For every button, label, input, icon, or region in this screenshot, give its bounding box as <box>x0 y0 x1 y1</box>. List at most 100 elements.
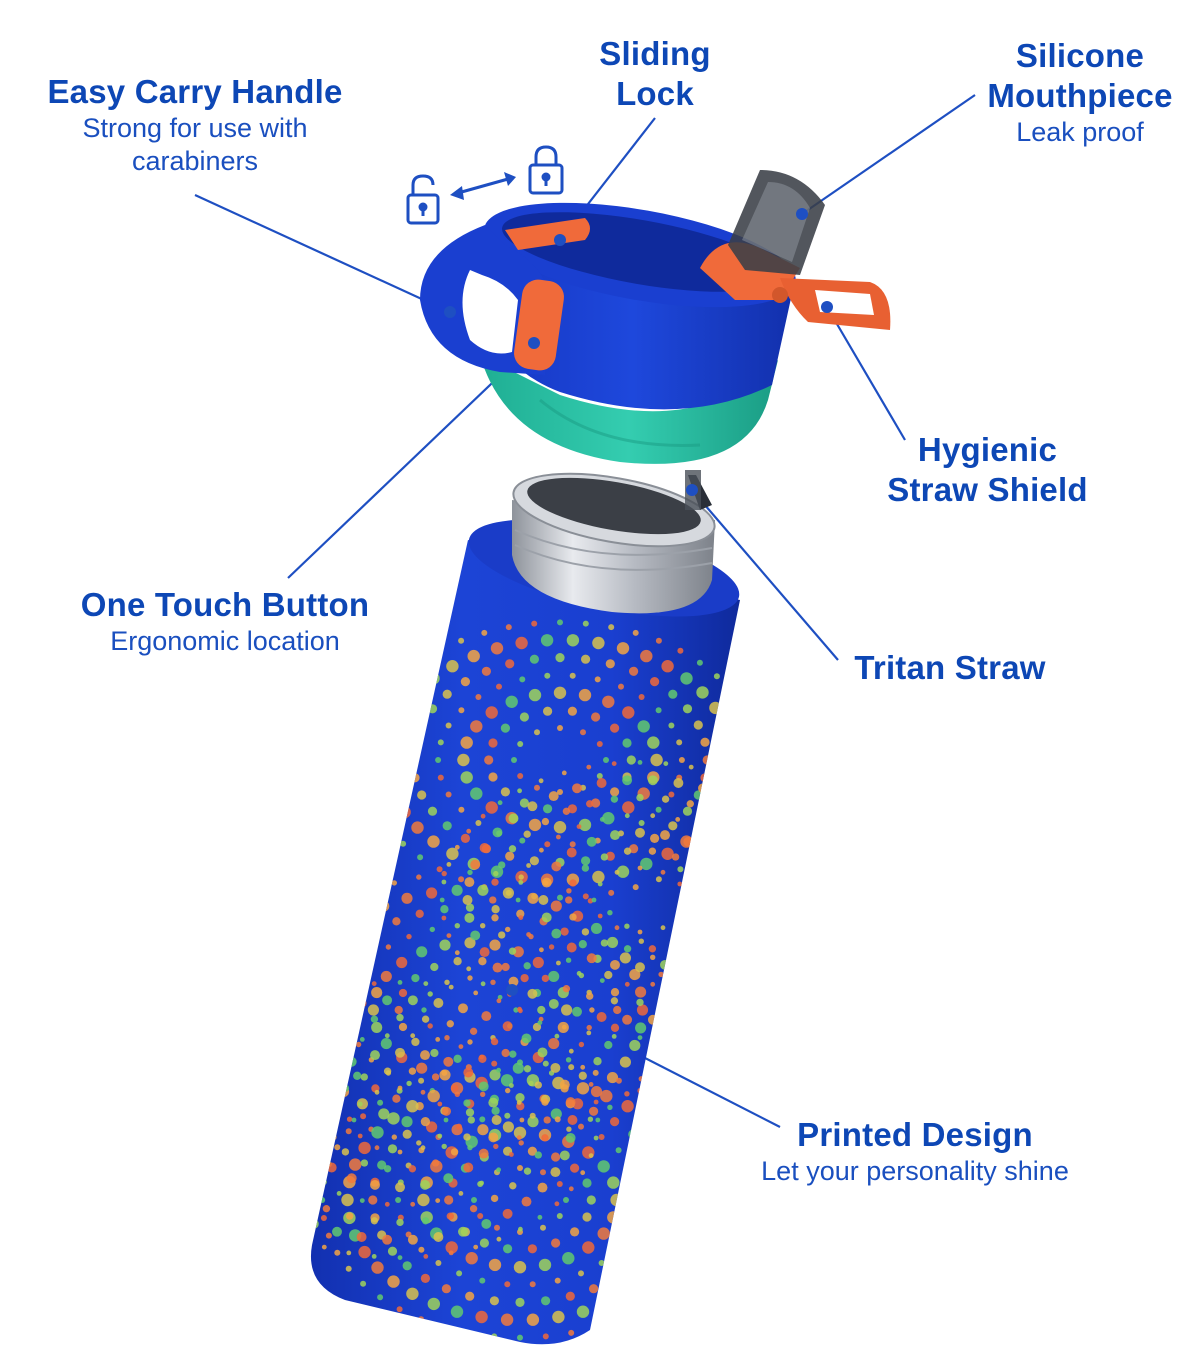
pattern-dot <box>626 755 636 765</box>
pattern-dot <box>467 869 473 876</box>
pattern-dot <box>565 957 572 963</box>
pattern-dot <box>566 888 572 894</box>
pattern-dot <box>576 1082 590 1095</box>
pattern-dot <box>718 718 731 731</box>
pattern-dot <box>458 1191 464 1196</box>
mouthpiece-leader <box>801 94 976 215</box>
pattern-dot <box>686 1193 699 1207</box>
pattern-dot <box>302 1038 309 1045</box>
pattern-dot <box>637 760 643 765</box>
pattern-dot <box>668 722 675 729</box>
pattern-dot <box>327 1040 336 1050</box>
pattern-dot <box>604 970 613 980</box>
pattern-dot <box>473 990 479 996</box>
pattern-dot <box>513 1261 527 1274</box>
pattern-dot <box>230 1080 240 1090</box>
pattern-dot <box>341 1148 350 1156</box>
pattern-dot <box>329 1133 337 1141</box>
pattern-dot <box>420 1050 430 1061</box>
pattern-dot <box>736 778 740 784</box>
pattern-dot <box>285 1060 290 1065</box>
pattern-dot <box>696 854 703 861</box>
straw-leader <box>691 489 839 661</box>
pattern-dot <box>505 695 518 708</box>
pattern-dot <box>450 1084 459 1092</box>
pattern-dot <box>416 874 422 880</box>
pattern-dot <box>835 898 840 903</box>
pattern-dot <box>202 1136 207 1141</box>
pattern-dot <box>632 884 639 891</box>
pattern-dot <box>284 1182 291 1189</box>
pattern-dot <box>708 1232 715 1239</box>
callout-title: Easy Carry Handle <box>47 73 343 110</box>
pattern-dot <box>427 672 440 685</box>
pattern-dot <box>517 788 522 794</box>
pattern-dot <box>551 1238 561 1248</box>
pattern-dot <box>371 1126 384 1139</box>
pattern-dot <box>700 773 710 783</box>
pattern-dot <box>538 895 549 905</box>
pattern-dot <box>544 841 551 848</box>
pattern-dot <box>475 1310 488 1324</box>
pattern-dot <box>310 952 321 964</box>
pattern-dot <box>521 1033 532 1044</box>
pattern-dot <box>327 910 333 916</box>
pattern-dot <box>509 1152 514 1157</box>
pattern-dot <box>557 789 563 795</box>
pattern-dot <box>371 1021 383 1033</box>
pattern-dot <box>494 1224 500 1231</box>
pattern-dot <box>635 827 645 838</box>
pattern-dot <box>543 804 553 814</box>
pattern-dot <box>781 879 788 886</box>
pattern-dot <box>477 1213 484 1219</box>
pattern-dot <box>661 997 670 1005</box>
pattern-dot <box>550 1062 561 1073</box>
pattern-dot <box>448 1250 454 1256</box>
pattern-dot <box>534 1151 542 1159</box>
pattern-dot <box>638 694 645 700</box>
pattern-dot <box>600 939 609 947</box>
pattern-dot <box>568 1329 575 1336</box>
pattern-dot <box>677 647 684 654</box>
pattern-dot <box>462 895 473 905</box>
pattern-dot <box>551 928 562 939</box>
pattern-dot <box>477 1124 489 1136</box>
pattern-dot <box>385 825 392 832</box>
pattern-dot <box>484 755 494 765</box>
pattern-dot <box>556 960 561 966</box>
pattern-dot <box>622 1014 633 1025</box>
pattern-dot <box>655 707 662 714</box>
pattern-dot <box>663 1034 669 1039</box>
pattern-dot <box>623 945 632 953</box>
pattern-dot <box>480 923 486 929</box>
pattern-dot <box>346 1250 352 1256</box>
pattern-dot <box>465 903 475 912</box>
pattern-dot <box>728 912 739 923</box>
pattern-dot <box>463 1099 471 1107</box>
pattern-dot <box>696 686 709 699</box>
pattern-dot <box>429 926 435 933</box>
pattern-dot <box>714 1197 721 1203</box>
pattern-dot <box>310 923 316 929</box>
pattern-dot <box>470 859 481 870</box>
pattern-dot <box>458 707 465 714</box>
pattern-dot <box>636 1004 649 1016</box>
pattern-dot <box>628 1129 638 1139</box>
pattern-dot <box>557 725 563 731</box>
pattern-dot <box>568 1186 574 1192</box>
pattern-dot <box>341 1084 350 1092</box>
pattern-dot <box>548 1038 560 1050</box>
pattern-dot <box>357 1133 363 1139</box>
pattern-dot <box>678 1158 691 1171</box>
pattern-dot <box>650 954 656 960</box>
pattern-dot <box>456 1270 463 1277</box>
pattern-dot <box>624 813 630 819</box>
pattern-dot <box>299 1167 304 1172</box>
pattern-dot <box>327 1104 333 1111</box>
pattern-dot <box>389 718 402 731</box>
pattern-dot <box>527 1116 539 1128</box>
pattern-dot <box>523 962 531 970</box>
pattern-dot <box>446 933 452 938</box>
pattern-dot <box>698 971 704 976</box>
pattern-dot <box>619 952 631 964</box>
